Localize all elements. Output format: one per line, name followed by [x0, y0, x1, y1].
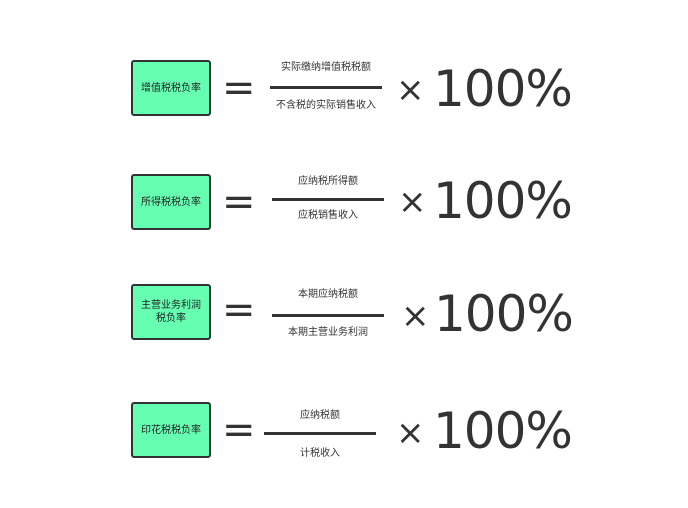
- fraction-bar: [270, 86, 382, 89]
- numerator: 应纳税所得额: [298, 176, 358, 187]
- denominator: 应税销售收入: [298, 210, 358, 221]
- numerator: 实际缴纳增值税税额: [281, 62, 371, 73]
- label-box-stamp-tax-burden: 印花税税负率: [131, 402, 211, 458]
- label-text: 印花税税负率: [141, 424, 201, 436]
- equals-sign: =: [222, 287, 256, 333]
- formula-stamp-tax-burden: 印花税税负率 = 应纳税额 计税收入 × 100%: [0, 400, 688, 470]
- label-text-line-2: 税负率: [156, 313, 186, 324]
- fraction: 应纳税所得额 应税销售收入: [272, 172, 384, 232]
- multiplier-100-percent: 100%: [433, 402, 573, 460]
- equals-sign: =: [222, 407, 256, 453]
- times-sign: ×: [398, 182, 427, 222]
- label-box-vat-tax-burden: 增值税税负率: [131, 60, 211, 116]
- label-text: 所得税税负率: [141, 196, 201, 208]
- numerator: 应纳税额: [300, 410, 340, 421]
- fraction-bar: [264, 432, 376, 435]
- denominator: 不含税的实际销售收入: [276, 100, 376, 111]
- label-text-line-1: 主营业务利润: [141, 300, 201, 311]
- label-box-main-business-profit-tax-burden: 主营业务利润 税负率: [131, 284, 211, 340]
- times-sign: ×: [401, 296, 430, 336]
- equals-sign: =: [222, 179, 256, 225]
- fraction: 本期应纳税额 本期主营业务利润: [272, 284, 384, 344]
- numerator: 本期应纳税额: [298, 289, 358, 300]
- formula-vat-tax-burden: 增值税税负率 = 实际缴纳增值税税额 不含税的实际销售收入 × 100%: [0, 58, 688, 128]
- label-box-income-tax-burden: 所得税税负率: [131, 174, 211, 230]
- equals-sign: =: [222, 65, 256, 111]
- multiplier-100-percent: 100%: [434, 285, 574, 343]
- denominator: 本期主营业务利润: [288, 327, 368, 338]
- fraction-bar: [272, 198, 384, 201]
- times-sign: ×: [396, 413, 425, 453]
- times-sign: ×: [396, 70, 425, 110]
- formula-main-business-profit-tax-burden: 主营业务利润 税负率 = 本期应纳税额 本期主营业务利润 × 100%: [0, 284, 688, 354]
- multiplier-100-percent: 100%: [433, 60, 573, 118]
- denominator: 计税收入: [300, 448, 340, 459]
- fraction: 实际缴纳增值税税额 不含税的实际销售收入: [270, 58, 382, 118]
- fraction: 应纳税额 计税收入: [264, 400, 376, 460]
- multiplier-100-percent: 100%: [433, 172, 573, 230]
- fraction-bar: [272, 314, 384, 317]
- formula-income-tax-burden: 所得税税负率 = 应纳税所得额 应税销售收入 × 100%: [0, 172, 688, 242]
- label-text: 增值税税负率: [141, 82, 201, 94]
